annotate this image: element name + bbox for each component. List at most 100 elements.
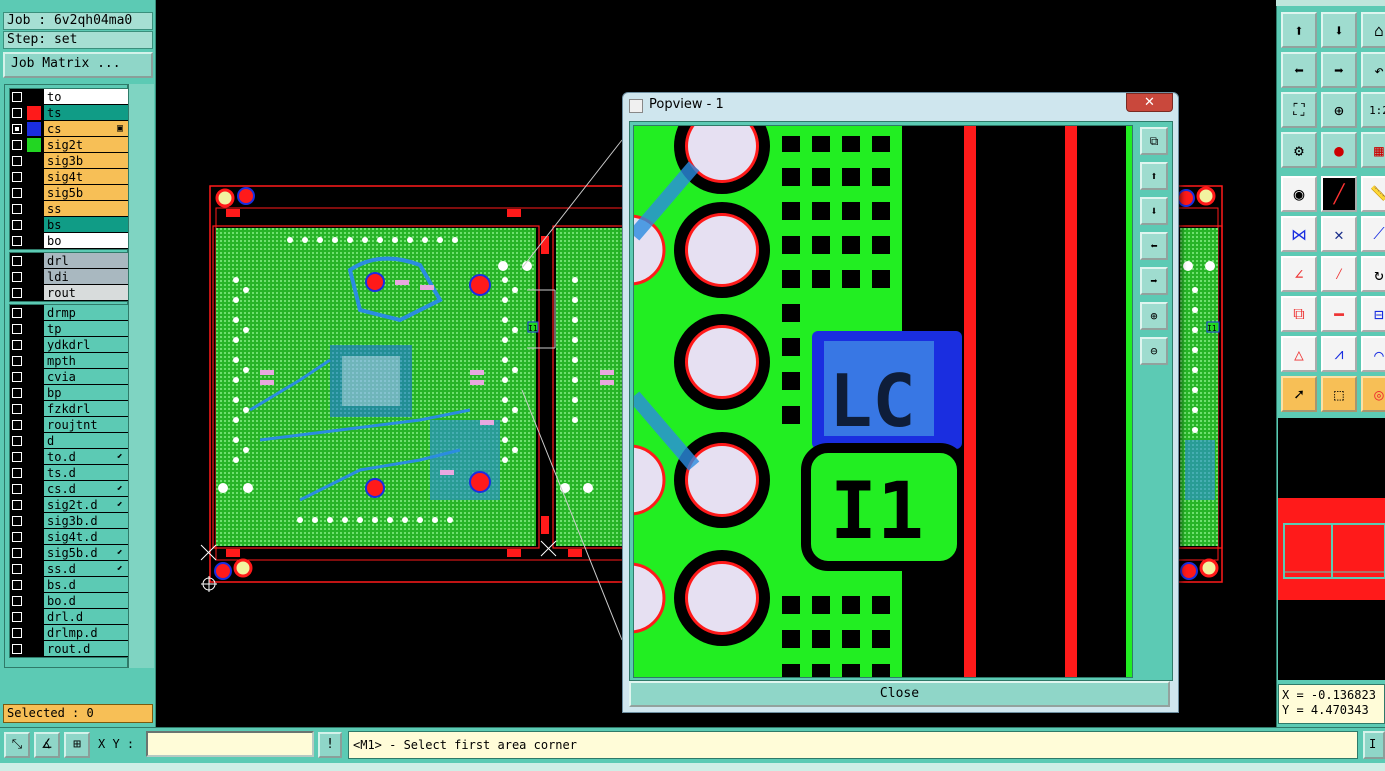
layer-color-swatch[interactable] — [27, 106, 41, 120]
layer-name[interactable]: ydkdrl — [44, 337, 128, 353]
snap-button[interactable]: ● — [1321, 132, 1357, 168]
layer-row-sig5b[interactable]: sig5b — [10, 185, 128, 201]
popview-zoom-out-button[interactable]: ⊖ — [1140, 337, 1168, 365]
zoom-fit-button[interactable]: ⛶ — [1281, 92, 1317, 128]
layer-name[interactable]: bo — [44, 233, 128, 249]
layer-row-to-d[interactable]: to.d⬋ — [10, 449, 128, 465]
layer-checkbox[interactable] — [12, 188, 22, 198]
layer-color-swatch[interactable] — [27, 514, 41, 528]
layer-checkbox[interactable] — [12, 388, 22, 398]
layer-color-swatch[interactable] — [27, 594, 41, 608]
layer-color-swatch[interactable] — [27, 90, 41, 104]
layer-checkbox[interactable] — [12, 372, 22, 382]
layer-color-swatch[interactable] — [27, 626, 41, 640]
layer-checkbox[interactable] — [12, 612, 22, 622]
layer-row-ldi[interactable]: ldi — [10, 269, 128, 285]
layer-row-ts-d[interactable]: ts.d — [10, 465, 128, 481]
layer-row-sig5b-d[interactable]: sig5b.d⬋ — [10, 545, 128, 561]
layer-color-swatch[interactable] — [27, 562, 41, 576]
layer-color-swatch[interactable] — [27, 418, 41, 432]
layer-row-mpth[interactable]: mpth — [10, 353, 128, 369]
layer-row-cs-d[interactable]: cs.d⬋ — [10, 481, 128, 497]
layer-name[interactable]: bs.d — [44, 577, 128, 593]
select-box-tool-button[interactable]: ⬚ — [1321, 376, 1357, 412]
layer-checkbox[interactable] — [12, 272, 22, 282]
layer-row-drmp[interactable]: drmp — [10, 305, 128, 321]
grid-button[interactable]: ▦ — [1361, 132, 1385, 168]
layer-checkbox[interactable] — [12, 288, 22, 298]
layer-color-swatch[interactable] — [27, 498, 41, 512]
layer-checkbox[interactable] — [12, 404, 22, 414]
connect-tool-button[interactable]: ⋈ — [1281, 216, 1317, 252]
dimension-tool-button[interactable]: ⩘ — [1321, 336, 1357, 372]
align-tool-button[interactable]: ⊟ — [1361, 296, 1385, 332]
layer-checkbox[interactable] — [12, 124, 22, 134]
layer-row-sig2t[interactable]: sig2t — [10, 137, 128, 153]
layer-checkbox[interactable] — [12, 484, 22, 494]
layer-color-swatch[interactable] — [27, 170, 41, 184]
layer-color-swatch[interactable] — [27, 402, 41, 416]
layer-row-ydkdrl[interactable]: ydkdrl — [10, 337, 128, 353]
layer-row-sig4t[interactable]: sig4t — [10, 169, 128, 185]
layer-name[interactable]: bo.d — [44, 593, 128, 609]
layer-checkbox[interactable] — [12, 204, 22, 214]
layer-color-swatch[interactable] — [27, 322, 41, 336]
layer-checkbox[interactable] — [12, 452, 22, 462]
layer-checkbox[interactable] — [12, 468, 22, 478]
layer-checkbox[interactable] — [12, 436, 22, 446]
pan-up-button[interactable]: ⬆ — [1281, 12, 1317, 48]
select-tool-button[interactable]: ➚ — [1281, 376, 1317, 412]
snap-corner-button[interactable]: ⤡ — [4, 732, 30, 758]
line-tool-button[interactable]: ╱ — [1321, 176, 1357, 212]
pan-down-button[interactable]: ⬇ — [1321, 12, 1357, 48]
angle-tool-button[interactable]: ∠ — [1281, 256, 1317, 292]
layer-checkbox[interactable] — [12, 516, 22, 526]
info-button[interactable]: I — [1363, 731, 1385, 759]
layer-name[interactable]: to — [44, 89, 128, 105]
layer-checkbox[interactable] — [12, 644, 22, 654]
cross-tool-button[interactable]: ✕ — [1321, 216, 1357, 252]
home-button[interactable]: ⌂ — [1361, 12, 1385, 48]
layer-name[interactable]: mpth — [44, 353, 128, 369]
layer-name[interactable]: bs — [44, 217, 128, 233]
layer-color-swatch[interactable] — [27, 530, 41, 544]
layer-color-swatch[interactable] — [27, 306, 41, 320]
xy-input[interactable] — [146, 731, 314, 757]
layer-color-swatch[interactable] — [27, 482, 41, 496]
layer-name[interactable]: sig4t.d — [44, 529, 128, 545]
layer-row-cs[interactable]: cs▣ — [10, 121, 128, 137]
layer-row-sig4t-d[interactable]: sig4t.d — [10, 529, 128, 545]
layer-row-to[interactable]: to — [10, 89, 128, 105]
layer-row-ss-d[interactable]: ss.d⬋ — [10, 561, 128, 577]
layer-name[interactable]: bp — [44, 385, 128, 401]
layer-name[interactable]: sig3b.d — [44, 513, 128, 529]
layer-row-bo-d[interactable]: bo.d — [10, 593, 128, 609]
layer-checkbox[interactable] — [12, 628, 22, 638]
layer-name[interactable]: ldi — [44, 269, 128, 285]
layer-name[interactable]: sig3b — [44, 153, 128, 169]
ruler-tool-button[interactable]: 📏 — [1361, 176, 1385, 212]
arc-tool-button[interactable]: ⌒ — [1361, 336, 1385, 372]
layer-color-swatch[interactable] — [27, 466, 41, 480]
measure-button[interactable]: ⚙ — [1281, 132, 1317, 168]
overview-map[interactable] — [1278, 418, 1385, 680]
layer-name[interactable]: drl.d — [44, 609, 128, 625]
layer-color-swatch[interactable] — [27, 202, 41, 216]
layer-name[interactable]: drmp — [44, 305, 128, 321]
layer-checkbox[interactable] — [12, 92, 22, 102]
layer-color-swatch[interactable] — [27, 286, 41, 300]
layer-name[interactable]: to.d — [44, 449, 128, 465]
layer-row-roujtnt[interactable]: roujtnt — [10, 417, 128, 433]
popview-zoom-home-button[interactable]: ⧉ — [1140, 127, 1168, 155]
layer-color-swatch[interactable] — [27, 218, 41, 232]
layer-row-sig2t-d[interactable]: sig2t.d⬋ — [10, 497, 128, 513]
layer-checkbox[interactable] — [12, 340, 22, 350]
slash-tool-button[interactable]: ⁄ — [1321, 256, 1357, 292]
layer-color-swatch[interactable] — [27, 186, 41, 200]
layer-row-drlmp-d[interactable]: drlmp.d — [10, 625, 128, 641]
layer-checkbox[interactable] — [12, 596, 22, 606]
layer-checkbox[interactable] — [12, 548, 22, 558]
layer-checkbox[interactable] — [12, 532, 22, 542]
pan-left-button[interactable]: ⬅ — [1281, 52, 1317, 88]
offset-tool-button[interactable]: ⧉ — [1281, 296, 1317, 332]
